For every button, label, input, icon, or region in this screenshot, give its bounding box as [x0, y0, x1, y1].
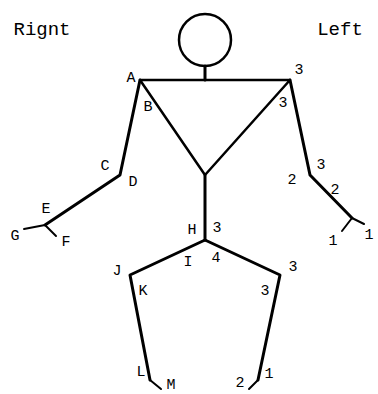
- head-circle: [179, 14, 231, 66]
- joint-letter: M: [166, 378, 175, 394]
- right-leg: [130, 240, 205, 380]
- left-hand-tick: [342, 218, 352, 231]
- left-arm: [290, 80, 352, 218]
- joint-letter: I: [183, 255, 192, 271]
- joint-letter: L: [136, 365, 145, 381]
- joint-number: 2: [330, 183, 339, 199]
- right-hand-tick: [45, 225, 56, 236]
- joint-letter: F: [61, 235, 70, 251]
- joint-number: 1: [328, 234, 337, 250]
- joint-letter: E: [41, 202, 50, 218]
- joint-letter: G: [10, 229, 19, 245]
- right-hand-tick: [24, 225, 45, 229]
- joint-number: 1: [264, 367, 273, 383]
- joint-letter: K: [138, 284, 147, 300]
- joint-number: 3: [288, 260, 297, 276]
- left-hand-tick: [352, 218, 364, 224]
- right-arm: [45, 80, 140, 225]
- neck-line: [204, 66, 207, 80]
- joint-letter: B: [143, 100, 152, 116]
- torso-triangle: [140, 80, 290, 175]
- joint-number: 1: [364, 228, 373, 244]
- left-leg: [205, 240, 280, 380]
- joint-letter: D: [128, 175, 137, 191]
- spine-line: [204, 175, 207, 240]
- joint-letter: J: [112, 264, 121, 280]
- joint-number: 3: [278, 96, 287, 112]
- joint-letter: A: [126, 71, 135, 87]
- joint-number: 3: [316, 158, 325, 174]
- joint-letter: H: [187, 223, 196, 239]
- joint-number: 3: [260, 284, 269, 300]
- joint-number: 4: [211, 251, 220, 267]
- left-foot-tick: [249, 380, 258, 389]
- joint-number: 2: [235, 376, 244, 392]
- right-foot-tick: [150, 380, 161, 389]
- joint-number: 3: [212, 221, 221, 237]
- side-heading: Rignt: [13, 20, 70, 40]
- joint-number: 2: [287, 173, 296, 189]
- side-heading: Left: [317, 20, 363, 40]
- joint-number: 3: [294, 63, 303, 79]
- joint-letter: C: [100, 159, 109, 175]
